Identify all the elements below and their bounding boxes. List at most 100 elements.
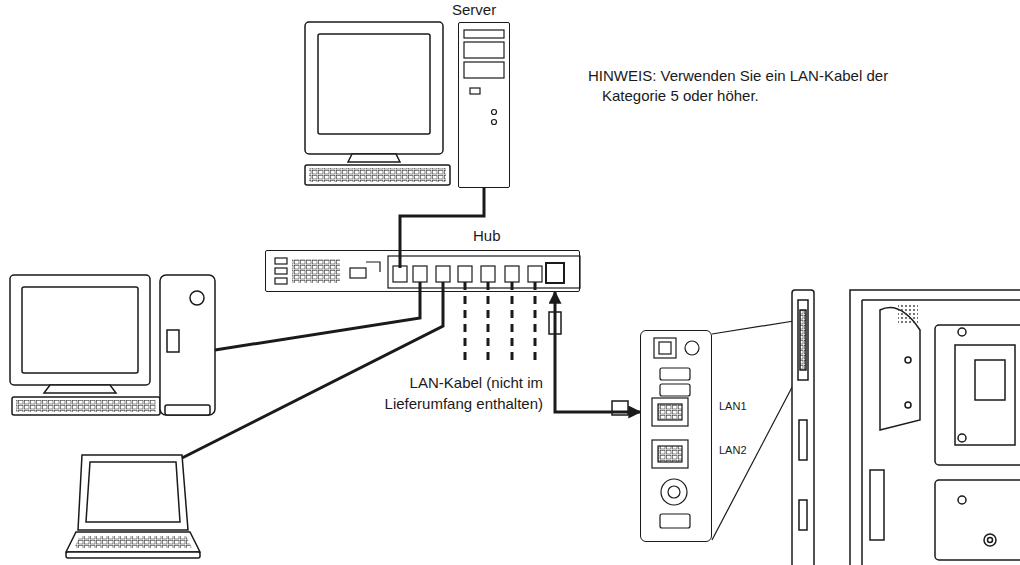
server-tower-detail [464,30,504,125]
server-monitor [305,22,450,185]
network-wire [182,250,535,458]
monitor-side-view [792,290,814,565]
monitor-back-view-part [870,470,884,540]
connector-panel-detail-part [668,486,680,498]
hub-detail-part [458,266,472,282]
monitor-back-view-part [984,534,996,546]
server-tower-detail-part [464,62,504,78]
node-text: LAN2 [719,444,747,457]
desktop-pc-part [190,291,204,305]
network-wire-part [534,282,537,360]
monitor-back-view-part [958,496,966,504]
hub-detail-part [413,266,427,282]
hub-detail-part [388,256,580,288]
laptop-part [66,552,200,558]
lan-cable [555,292,640,412]
network-wire-part [487,282,490,360]
monitor-side-view-part [798,300,808,380]
server-tower: Server [458,22,510,188]
monitor-back-view-part [905,357,911,363]
network-wire-part [399,250,402,268]
desktop-pc-part [160,275,215,415]
connector-panel-detail-part [658,446,682,462]
monitor-side-view-part [799,500,807,530]
laptop-part [86,462,180,522]
monitor-back-view-part [905,402,911,408]
hub-detail-part [275,278,287,284]
hub-detail-part [546,263,564,283]
connector-panel-detail [652,338,699,528]
connector-panel-detail-part [652,440,688,468]
cable-label: LAN-Kabel (nicht im Lieferumfang enthalt… [373,372,543,414]
laptop-part [78,455,188,530]
hub-detail-part [528,266,542,282]
lan-cable [400,188,484,250]
network-hub: Hub [265,250,580,292]
connector-panel-detail-part [660,384,690,396]
desktop-pc-part [165,405,210,415]
node-text: Server [452,1,496,19]
monitor-back-view-part [975,360,1005,400]
server-tower-detail-part [492,110,497,115]
node-text: LAN1 [719,400,747,413]
monitor-back-view-part [958,434,966,442]
hub-detail-part [275,258,287,264]
monitor-back-view-part [880,308,920,431]
connector-panel: LAN1LAN2 [640,330,712,542]
hub-detail-part [393,266,407,282]
monitor-side-view-part [799,420,807,460]
connector-panel-detail-part [654,338,676,358]
hub-detail-part [505,266,519,282]
network-wire-part [511,282,514,360]
connector-panel-detail-part [661,479,687,505]
server-tower-detail-part [464,30,504,38]
laptop-part [74,536,192,548]
connector-panel-detail-part [685,341,699,355]
node-text: Hub [473,227,501,245]
monitor-back-view-part [988,538,993,543]
hub-detail-part [481,266,495,282]
hub-detail-part [366,262,380,272]
connector-panel-detail-part [658,404,682,420]
monitor-back-view [850,290,1020,565]
leader-line-part [712,372,800,540]
server-monitor-part [318,34,430,134]
laptop-part [66,532,200,552]
network-wire-part [182,282,443,458]
desktop-pc [10,275,215,415]
hub-detail-part [350,268,366,278]
desktop-pc-part [167,330,179,352]
connector-panel-detail-part [659,342,671,354]
desktop-pc-part [22,287,138,373]
lan-plug [549,312,628,415]
monitor-side-view-part [792,290,814,565]
server-tower-detail-part [470,88,480,94]
server-monitor-part [309,168,446,182]
hub-detail-part [292,259,340,283]
connector-panel-detail-part [652,398,688,426]
monitor-back-view-part [955,345,1015,445]
desktop-pc-part [12,397,160,415]
server-monitor-part [348,154,400,162]
server-monitor-part [305,165,450,185]
connector-panel-detail-part [660,514,690,528]
connector-panel-detail-part [660,368,690,380]
monitor-side-view-part [800,310,806,370]
desktop-pc-part [44,385,116,393]
laptop [66,455,200,558]
leader-line-part [712,320,800,334]
monitor-back-view-part [898,305,918,323]
monitor-back-view-part [935,325,1020,465]
server-tower-detail-part [464,42,504,58]
server-tower-detail-part [492,120,497,125]
desktop-pc-part [16,400,156,412]
leader-line [712,320,800,540]
hub-detail-part [436,266,450,282]
monitor-back-view-part [958,328,966,336]
hub-detail-part [275,268,287,274]
network-wire-part [215,282,420,350]
note-text: HINWEIS: Verwenden Sie ein LAN-Kabel der… [588,66,942,107]
server-monitor-part [305,22,443,154]
